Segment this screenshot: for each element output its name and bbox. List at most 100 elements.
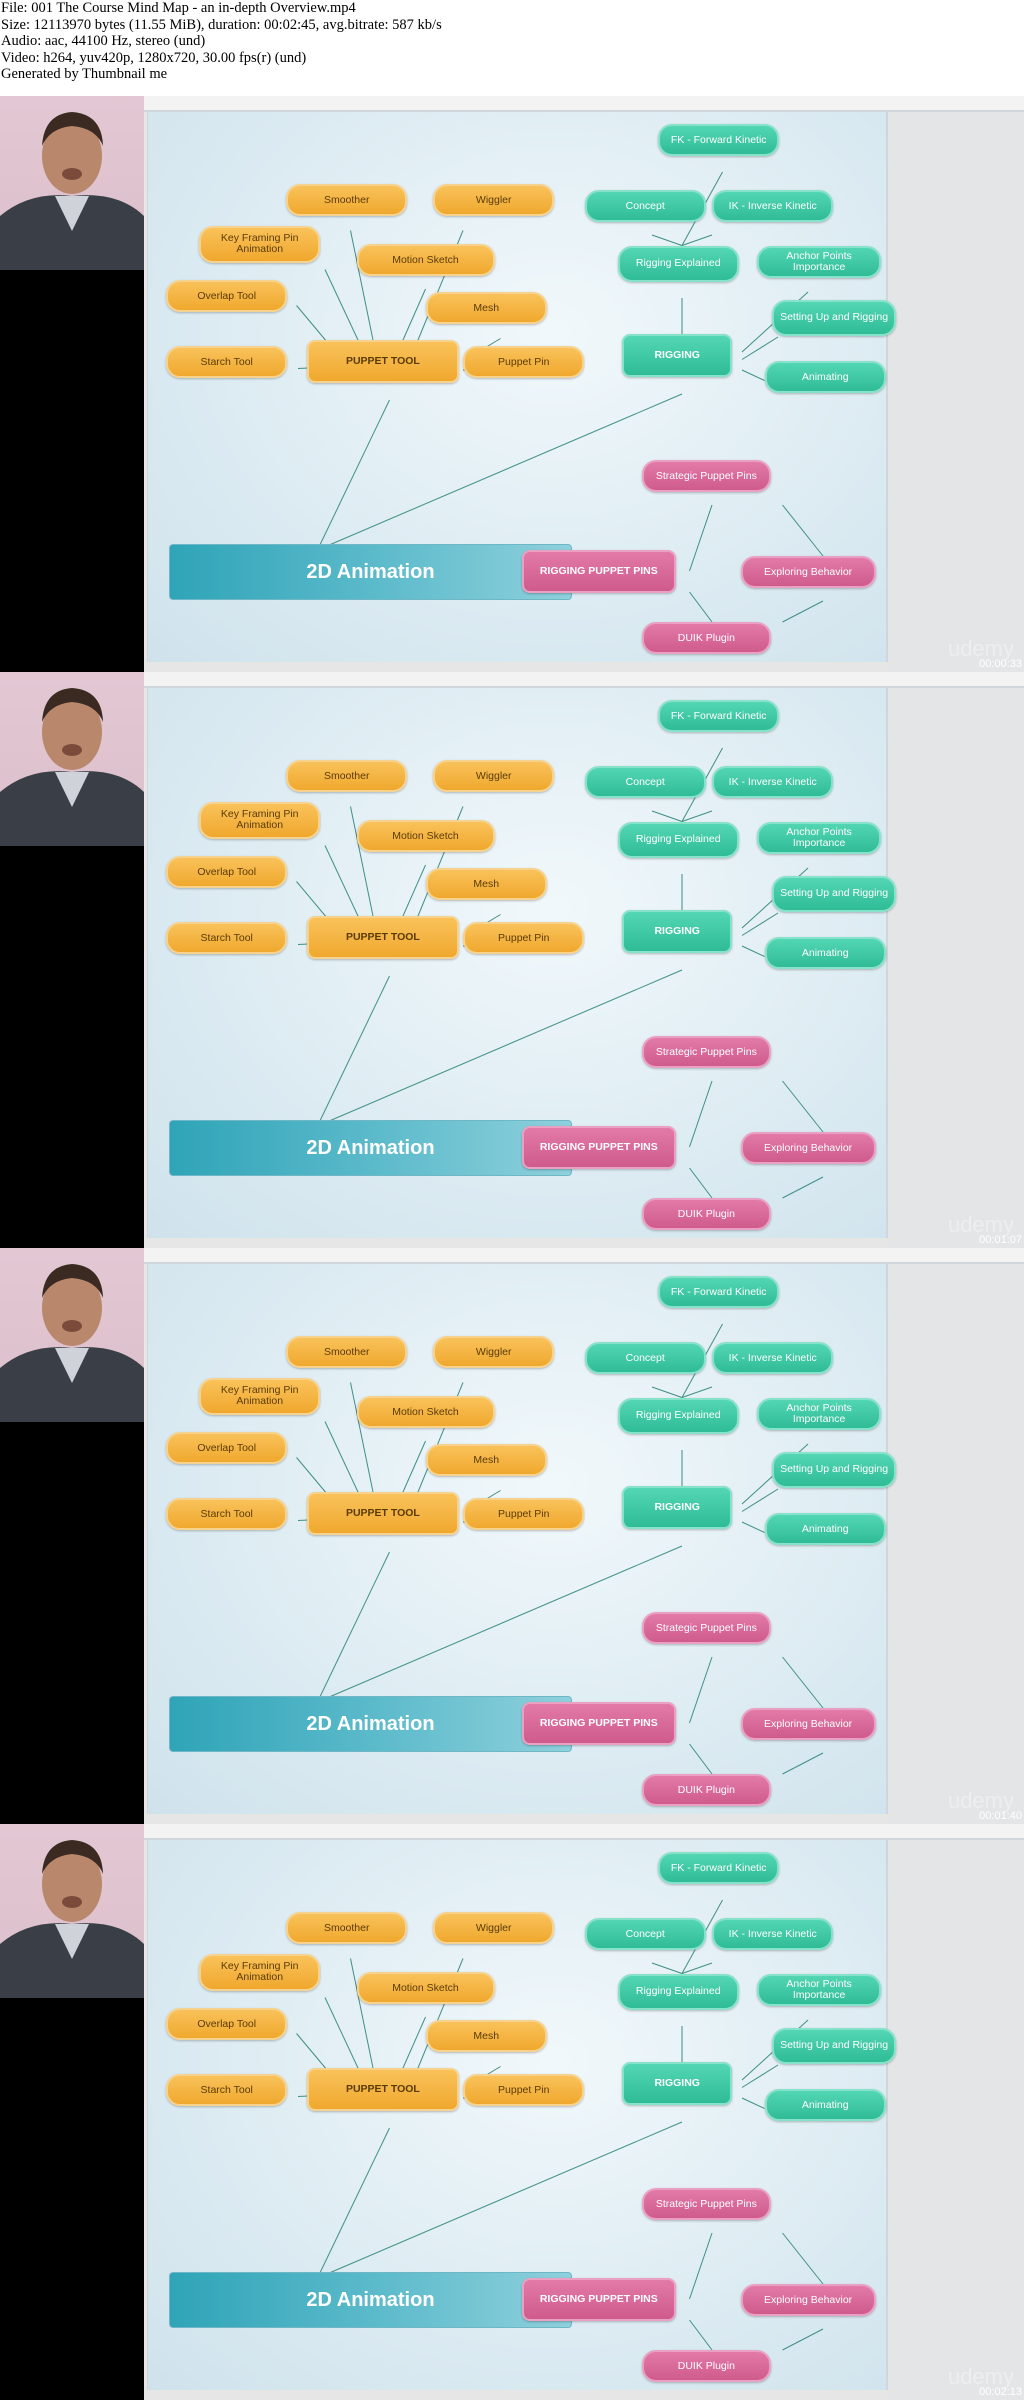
link-line [651,1386,683,1398]
link-line [689,504,713,572]
presenter-image [0,1840,144,1998]
smoother-node: Smoother [286,184,408,217]
presenter-webcam [0,1824,144,1998]
starch-tool-node: Starch Tool [166,1498,288,1531]
presenter-webcam [0,96,144,270]
link-line [317,393,683,551]
key-framing-node: Key Framing Pin Animation [199,1378,321,1415]
rigging-puppet-pins-node: RIGGING PUPPET PINS [521,1702,677,1746]
wiggler-node: Wiggler [433,1912,555,1945]
root-2d-animation-node: 2D Animation [169,2272,572,2329]
puppet-tool-node: PUPPET TOOL [307,916,459,960]
frame-timestamp: 00:01:07 [979,1234,1022,1246]
smoother-node: Smoother [286,760,408,793]
strategic-pins-node: Strategic Puppet Pins [641,1036,772,1069]
generator-line: Generated by Thumbnail me [1,66,168,82]
strategic-pins-node: Strategic Puppet Pins [641,460,772,493]
frame-timestamp: 00:01:40 [979,1810,1022,1822]
watermark: udemy [947,636,1014,661]
overlap-tool-node: Overlap Tool [166,1432,288,1465]
wiggler-node: Wiggler [433,760,555,793]
link-line [350,1382,374,1493]
exploring-behavior-node: Exploring Behavior [740,2284,876,2317]
setting-up-node: Setting Up and Rigging [772,875,897,913]
link-line [689,1167,713,1199]
root-2d-animation-node: 2D Animation [169,1120,572,1177]
anchor-points-node: Anchor Points Importance [757,1973,882,2006]
link-line [689,2232,713,2300]
rigging-explained-node: Rigging Explained [617,1973,739,2011]
concept-node: Concept [584,1342,706,1375]
link-line [324,1421,359,1493]
link-line [317,1545,683,1703]
watermark: udemy [947,2364,1014,2389]
video-info-header: File: 001 The Course Mind Map - an in-de… [0,0,1024,96]
link-line [741,2064,779,2088]
wiggler-node: Wiggler [433,1336,555,1369]
link-line [741,945,765,957]
fk-node: FK - Forward Kinetic [658,1852,780,1885]
link-line [689,591,713,623]
exploring-behavior-node: Exploring Behavior [740,1132,876,1165]
presenter-webcam [0,672,144,846]
presenter-webcam [0,1248,144,1422]
frame-timestamp: 00:00:33 [979,658,1022,670]
size-line: Size: 12113970 bytes (11.55 MiB), durati… [1,16,442,33]
animating-node: Animating [764,361,886,394]
link-line [782,1080,824,1133]
overlap-tool-node: Overlap Tool [166,856,288,889]
link-line [350,806,374,917]
window-topbar [144,672,1024,688]
right-panel [888,688,1024,1248]
rigging-node: RIGGING [622,334,733,378]
duik-plugin-node: DUIK Plugin [641,1198,772,1231]
link-line [651,1962,683,1974]
strategic-pins-node: Strategic Puppet Pins [641,1612,772,1645]
link-line [681,810,713,822]
frame-timestamp: 00:02:13 [979,2386,1022,2398]
link-line [324,269,359,341]
link-line [741,369,765,381]
window-topbar [144,96,1024,112]
puppet-tool-node: PUPPET TOOL [307,340,459,384]
link-line [741,912,779,936]
anchor-points-node: Anchor Points Importance [757,821,882,854]
rigging-node: RIGGING [622,910,733,954]
link-line [317,975,390,1127]
puppet-pin-node: Puppet Pin [463,2074,585,2107]
puppet-tool-node: PUPPET TOOL [307,1492,459,1536]
right-panel [888,1840,1024,2400]
link-line [782,504,824,557]
duik-plugin-node: DUIK Plugin [641,2350,772,2383]
overlap-tool-node: Overlap Tool [166,280,288,313]
link-line [782,1752,824,1775]
exploring-behavior-node: Exploring Behavior [740,1708,876,1741]
link-line [741,336,779,360]
link-line [402,864,426,917]
link-line [689,1656,713,1724]
link-line [681,1386,713,1398]
setting-up-node: Setting Up and Rigging [772,1451,897,1489]
link-line [317,2127,390,2279]
link-line [741,1488,779,1512]
ik-node: IK - Inverse Kinetic [712,1918,834,1951]
link-line [689,2319,713,2351]
motion-sketch-node: Motion Sketch [356,820,495,853]
motion-sketch-node: Motion Sketch [356,1972,495,2005]
watermark: udemy [947,1788,1014,1813]
link-line [350,230,374,341]
ik-node: IK - Inverse Kinetic [712,1342,834,1375]
setting-up-node: Setting Up and Rigging [772,299,897,337]
link-line [782,1176,824,1199]
window-topbar [144,1248,1024,1264]
fk-node: FK - Forward Kinetic [658,124,780,157]
root-2d-animation-node: 2D Animation [169,1696,572,1753]
key-framing-node: Key Framing Pin Animation [199,226,321,263]
